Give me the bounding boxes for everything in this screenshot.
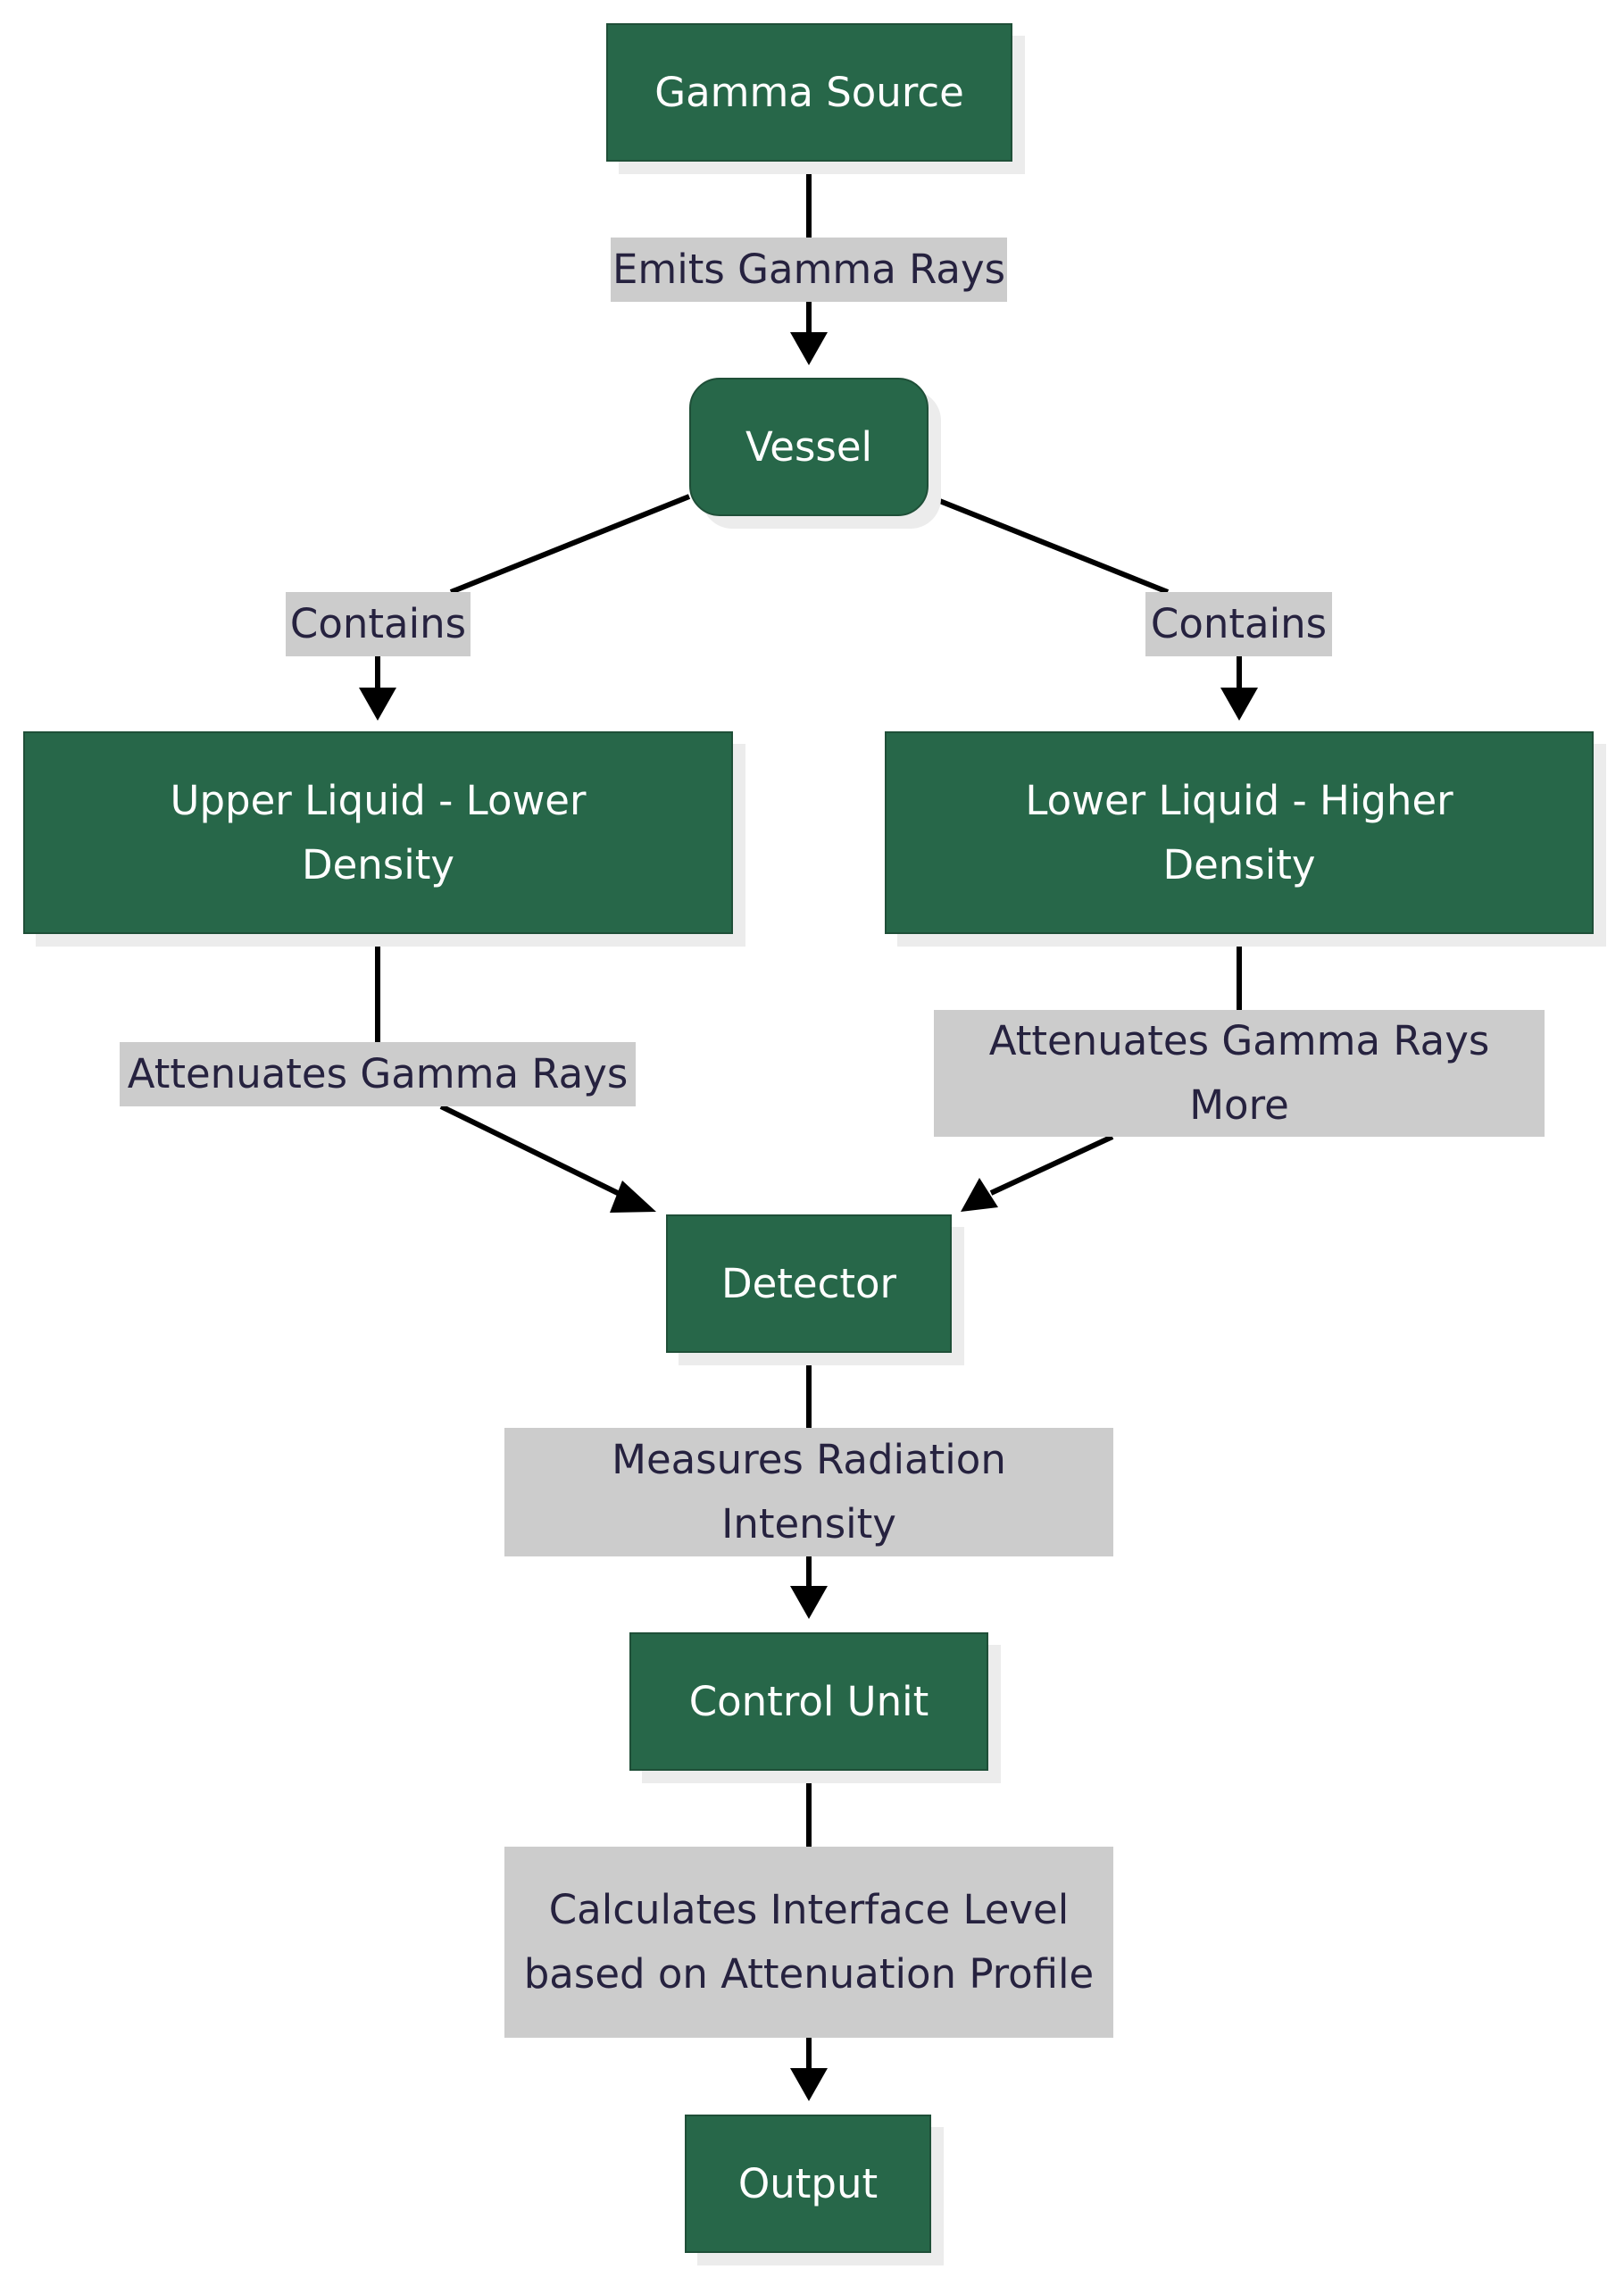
edge-label-attenuates-right: Attenuates Gamma Rays More — [934, 1010, 1545, 1137]
edge-label-contains-right: Contains — [1145, 592, 1332, 656]
node-gamma-source: Gamma Source — [606, 23, 1012, 162]
node-detector: Detector — [666, 1214, 952, 1353]
edge-label-contains-right-text: Contains — [1150, 600, 1328, 647]
edge-vessel-to-lower — [927, 494, 1170, 595]
node-control-unit: Control Unit — [629, 1632, 988, 1771]
node-upper-liquid: Upper Liquid - Lower Density — [23, 731, 733, 934]
edge-label-measures: Measures Radiation Intensity — [504, 1428, 1113, 1556]
edge-label-attenuates-left: Attenuates Gamma Rays — [120, 1042, 636, 1106]
node-upper-liquid-label: Upper Liquid - Lower Density — [170, 776, 587, 889]
edge-upper-to-detector-arrow — [439, 1104, 627, 1199]
arrowhead-control — [790, 1586, 828, 1619]
node-vessel: Vessel — [689, 378, 929, 516]
arrowhead-output — [790, 2068, 828, 2101]
node-lower-liquid-label: Lower Liquid - Higher Density — [1025, 776, 1453, 889]
edge-label-emits: Emits Gamma Rays — [611, 238, 1007, 302]
edge-label-calculates: Calculates Interface Level based on Atte… — [504, 1847, 1113, 2038]
arrowhead-upper — [359, 688, 396, 721]
node-vessel-label: Vessel — [745, 422, 873, 471]
edge-label-measures-text: Measures Radiation Intensity — [612, 1436, 1006, 1548]
edge-label-contains-left: Contains — [286, 592, 471, 656]
edge-label-attenuates-right-text: Attenuates Gamma Rays More — [988, 1017, 1490, 1129]
arrowhead-detector-left — [610, 1181, 656, 1213]
edge-label-calculates-text: Calculates Interface Level based on Atte… — [523, 1886, 1095, 1998]
node-output-label: Output — [737, 2159, 879, 2207]
node-detector-label: Detector — [720, 1259, 897, 1307]
node-lower-liquid: Lower Liquid - Higher Density — [885, 731, 1594, 934]
arrowhead-lower — [1220, 688, 1258, 721]
edge-label-contains-left-text: Contains — [289, 600, 467, 647]
arrowhead-vessel — [790, 332, 828, 365]
node-output: Output — [685, 2115, 931, 2253]
node-gamma-source-label: Gamma Source — [654, 68, 964, 116]
edge-label-attenuates-left-text: Attenuates Gamma Rays — [127, 1050, 629, 1097]
edge-vessel-to-upper — [449, 494, 691, 595]
arrowhead-detector-right — [961, 1178, 998, 1212]
edge-lower-to-detector-arrow — [989, 1134, 1114, 1196]
node-control-unit-label: Control Unit — [688, 1677, 929, 1725]
edge-label-emits-text: Emits Gamma Rays — [612, 246, 1006, 293]
